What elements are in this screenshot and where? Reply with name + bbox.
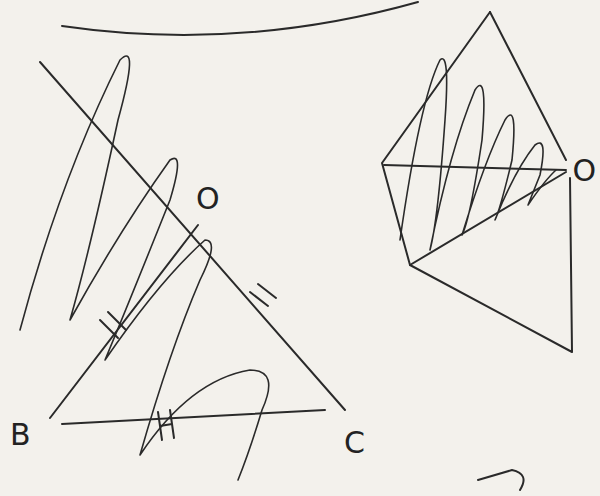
tick-mark — [250, 284, 276, 306]
arc-line — [62, 2, 418, 35]
triangle-side — [50, 225, 198, 418]
partial-mark — [478, 470, 524, 490]
scribble-shading — [400, 59, 556, 250]
triangle-base — [62, 410, 325, 424]
kite-edge — [490, 12, 566, 160]
vertex-label: B — [10, 420, 31, 450]
vertex-label: O — [196, 184, 220, 214]
kite-outline — [382, 12, 572, 352]
scribble-shading — [20, 56, 269, 480]
vertex-label: C — [344, 428, 365, 458]
vertex-label: O — [572, 156, 596, 186]
extended-side — [40, 62, 345, 410]
tick-mark — [100, 312, 126, 338]
